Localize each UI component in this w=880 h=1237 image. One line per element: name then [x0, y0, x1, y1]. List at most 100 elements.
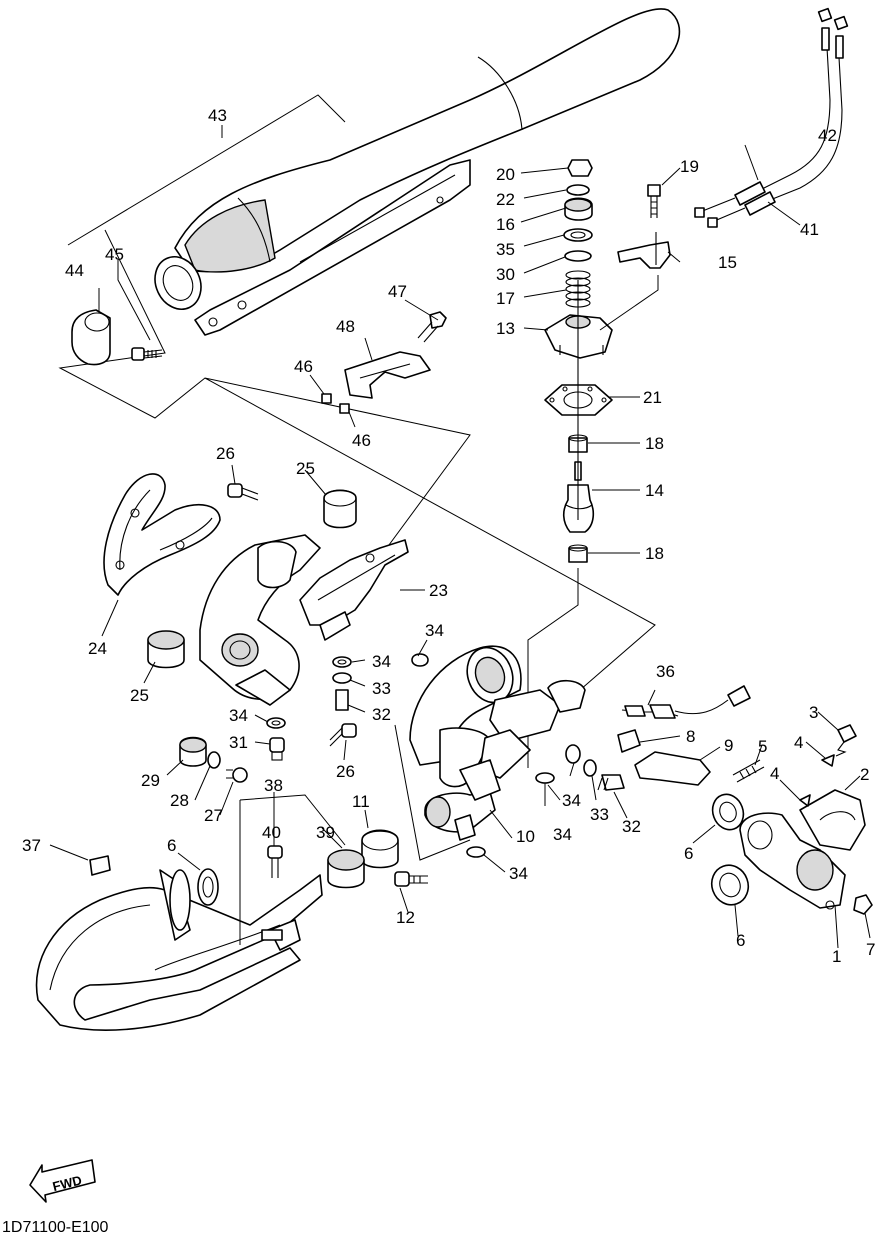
callout-25b: 25 [130, 686, 149, 705]
oxygen-sensor[interactable] [617, 685, 751, 753]
callout-31: 31 [229, 733, 248, 752]
callout-17: 17 [496, 289, 515, 308]
callout-8: 8 [686, 727, 695, 746]
exhaust-valve-assembly[interactable] [527, 159, 671, 768]
callout-34d: 34 [562, 791, 581, 810]
bolt-26-upper[interactable] [227, 483, 259, 501]
bolt-12[interactable] [394, 871, 428, 887]
callout-4b: 4 [770, 764, 779, 783]
callout-23: 23 [429, 581, 448, 600]
callout-15: 15 [718, 253, 737, 272]
gasket-6-right[interactable] [706, 790, 754, 910]
bolt-37[interactable] [89, 855, 111, 876]
callout-34b: 34 [372, 652, 391, 671]
leader-lines [49, 125, 871, 949]
callout-7: 7 [866, 940, 875, 959]
muffler-gasket[interactable] [71, 309, 111, 366]
callout-26b: 26 [336, 762, 355, 781]
callout-32a: 32 [372, 705, 391, 724]
callout-46a: 46 [294, 357, 313, 376]
clamp-10[interactable] [424, 759, 501, 841]
diagram-code: 1D71100-E100 [2, 1219, 109, 1236]
washers-right[interactable] [535, 744, 625, 791]
callout-9: 9 [724, 736, 733, 755]
gasket-6-left[interactable] [197, 868, 219, 906]
callout-18a: 18 [645, 434, 664, 453]
callout-21: 21 [643, 388, 662, 407]
washer-34-upper[interactable] [266, 653, 429, 729]
callout-24: 24 [88, 639, 107, 658]
muffler-box-outline [58, 94, 656, 691]
joint-pipe[interactable] [409, 641, 586, 788]
heat-cover-24[interactable] [103, 473, 221, 596]
exhaust-flange-1[interactable] [739, 812, 846, 910]
grommet-29[interactable] [179, 736, 207, 767]
callout-39: 39 [316, 823, 335, 842]
muffler[interactable] [147, 8, 681, 336]
callout-44: 44 [65, 261, 84, 280]
exhaust-collector[interactable] [199, 534, 351, 706]
sleeve-25-lower[interactable] [147, 630, 185, 669]
bolt-26-lower[interactable] [329, 723, 357, 747]
muffler-bolt[interactable] [131, 347, 163, 361]
callout-37: 37 [22, 836, 41, 855]
washers-4[interactable] [799, 754, 835, 807]
callout-45: 45 [105, 245, 124, 264]
front-exhaust-pipe[interactable] [35, 869, 323, 1031]
callout-22: 22 [496, 190, 515, 209]
callout-26a: 26 [216, 444, 235, 463]
nut-7[interactable] [853, 894, 873, 915]
callout-6b: 6 [736, 931, 745, 950]
fwd-label: FWD [51, 1172, 83, 1194]
valve-cables[interactable] [694, 7, 849, 228]
callout-12: 12 [396, 908, 415, 927]
callout-27: 27 [204, 806, 223, 825]
callout-42: 42 [818, 126, 837, 145]
callout-labels: 43 44 45 42 41 20 22 16 35 30 17 13 19 1… [22, 106, 875, 966]
bracket-48[interactable] [321, 311, 447, 414]
bolt-27[interactable] [226, 767, 248, 783]
callout-19: 19 [680, 157, 699, 176]
callout-6c: 6 [167, 836, 176, 855]
callout-40: 40 [262, 823, 281, 842]
fwd-arrow: FWD [29, 1159, 96, 1203]
callout-48: 48 [336, 317, 355, 336]
callout-4a: 4 [794, 733, 803, 752]
stud-5[interactable] [732, 759, 765, 783]
gasket-11[interactable] [361, 829, 399, 869]
sleeve-25-upper[interactable] [323, 489, 357, 529]
bolt-3[interactable] [835, 724, 857, 757]
callout-10: 10 [516, 827, 535, 846]
bolt-31[interactable] [269, 737, 285, 761]
callout-36: 36 [656, 662, 675, 681]
callout-3: 3 [809, 703, 818, 722]
callout-6a: 6 [684, 844, 693, 863]
callout-25a: 25 [296, 459, 315, 478]
callout-11: 11 [352, 792, 370, 811]
callout-1: 1 [832, 947, 841, 966]
callout-5: 5 [758, 737, 767, 756]
callout-32b: 32 [622, 817, 641, 836]
callout-35: 35 [496, 240, 515, 259]
flange-2[interactable] [799, 789, 866, 851]
callout-38: 38 [264, 776, 283, 795]
callout-28: 28 [170, 791, 189, 810]
callout-43: 43 [208, 106, 227, 125]
callout-34a: 34 [425, 621, 444, 640]
callout-33a: 33 [372, 679, 391, 698]
washer-28[interactable] [207, 751, 221, 769]
callout-30: 30 [496, 265, 515, 284]
callout-14: 14 [645, 481, 664, 500]
bolt-40[interactable] [267, 845, 283, 878]
callout-46b: 46 [352, 431, 371, 450]
sleeve-39[interactable] [327, 849, 365, 889]
cover-9[interactable] [634, 751, 711, 786]
washer-34-lower[interactable] [466, 846, 486, 858]
callout-41: 41 [800, 220, 819, 239]
callout-16: 16 [496, 215, 515, 234]
callout-20: 20 [496, 165, 515, 184]
callout-33b: 33 [590, 805, 609, 824]
callout-13: 13 [496, 319, 515, 338]
callout-2: 2 [860, 765, 869, 784]
